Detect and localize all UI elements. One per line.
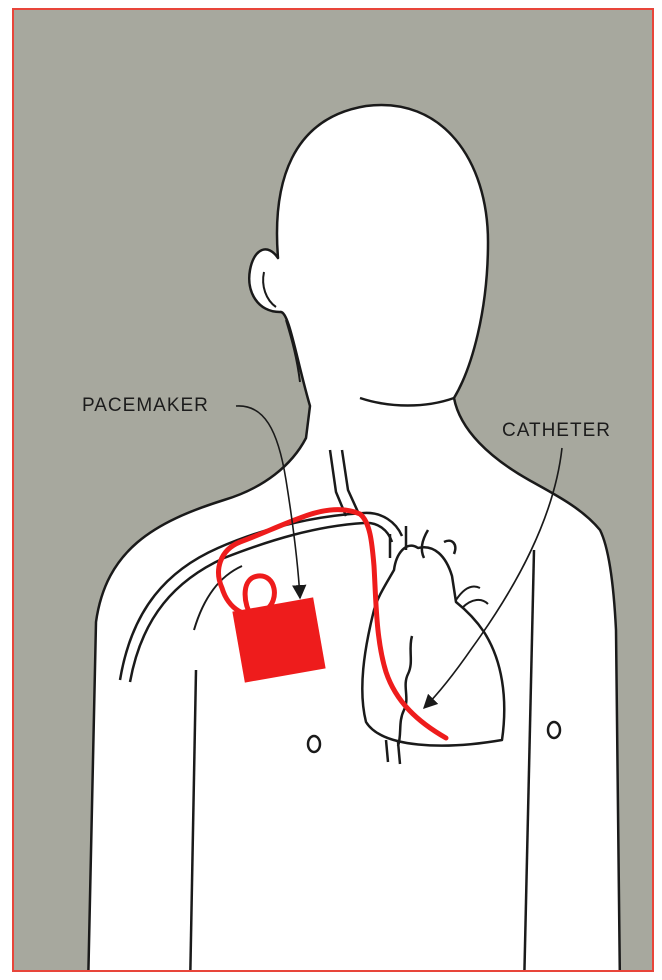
pacemaker-label: PACEMAKER [82, 395, 209, 417]
human-silhouette [88, 105, 620, 972]
figure-frame: PACEMAKER CATHETER [12, 8, 654, 972]
catheter-label: CATHETER [502, 420, 611, 442]
pacemaker-diagram [14, 10, 654, 972]
